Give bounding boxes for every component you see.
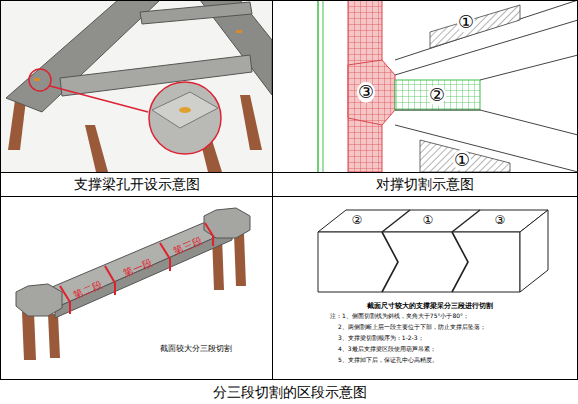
note-line: 2、两侧割断上层一段主要位于下部，防止支撑后坠落； [338,324,486,331]
table-grid [0,0,578,380]
callout-number: ① [457,12,475,33]
callout-number: ③ [357,82,375,103]
cell-caption: 对撑切割示意图 [376,176,474,192]
note-line: 4、3最后支撑梁区段使用葫芦吊紧； [338,346,436,353]
note-line: 3、支撑梁切割顺序为：1-2-3； [338,335,424,342]
zone-number: ② [352,214,363,228]
figure-caption: 分三段切割的区段示意图 [213,384,367,400]
beam-frame [1,0,272,172]
note-title: 截面尺寸较大的支撑梁采分三段进行切割 [367,302,493,310]
note-line: 5、支撑卸下后，保证孔中心高精度。 [338,357,438,364]
callout-number: ① [453,150,471,171]
strut-cut-plan [318,0,578,172]
three-segment-beam [16,208,250,360]
cell-caption: 支撑梁孔开设示意图 [74,176,200,192]
figure-note: 截面较大分三段切割 [160,344,232,353]
callout-number: ② [428,85,446,106]
section-box [318,210,548,292]
zone-number: ① [423,214,434,228]
note-line: 注：1、侧面切割线为斜线，夹角大于75°小于80°； [330,313,469,320]
zone-number: ③ [495,214,506,228]
